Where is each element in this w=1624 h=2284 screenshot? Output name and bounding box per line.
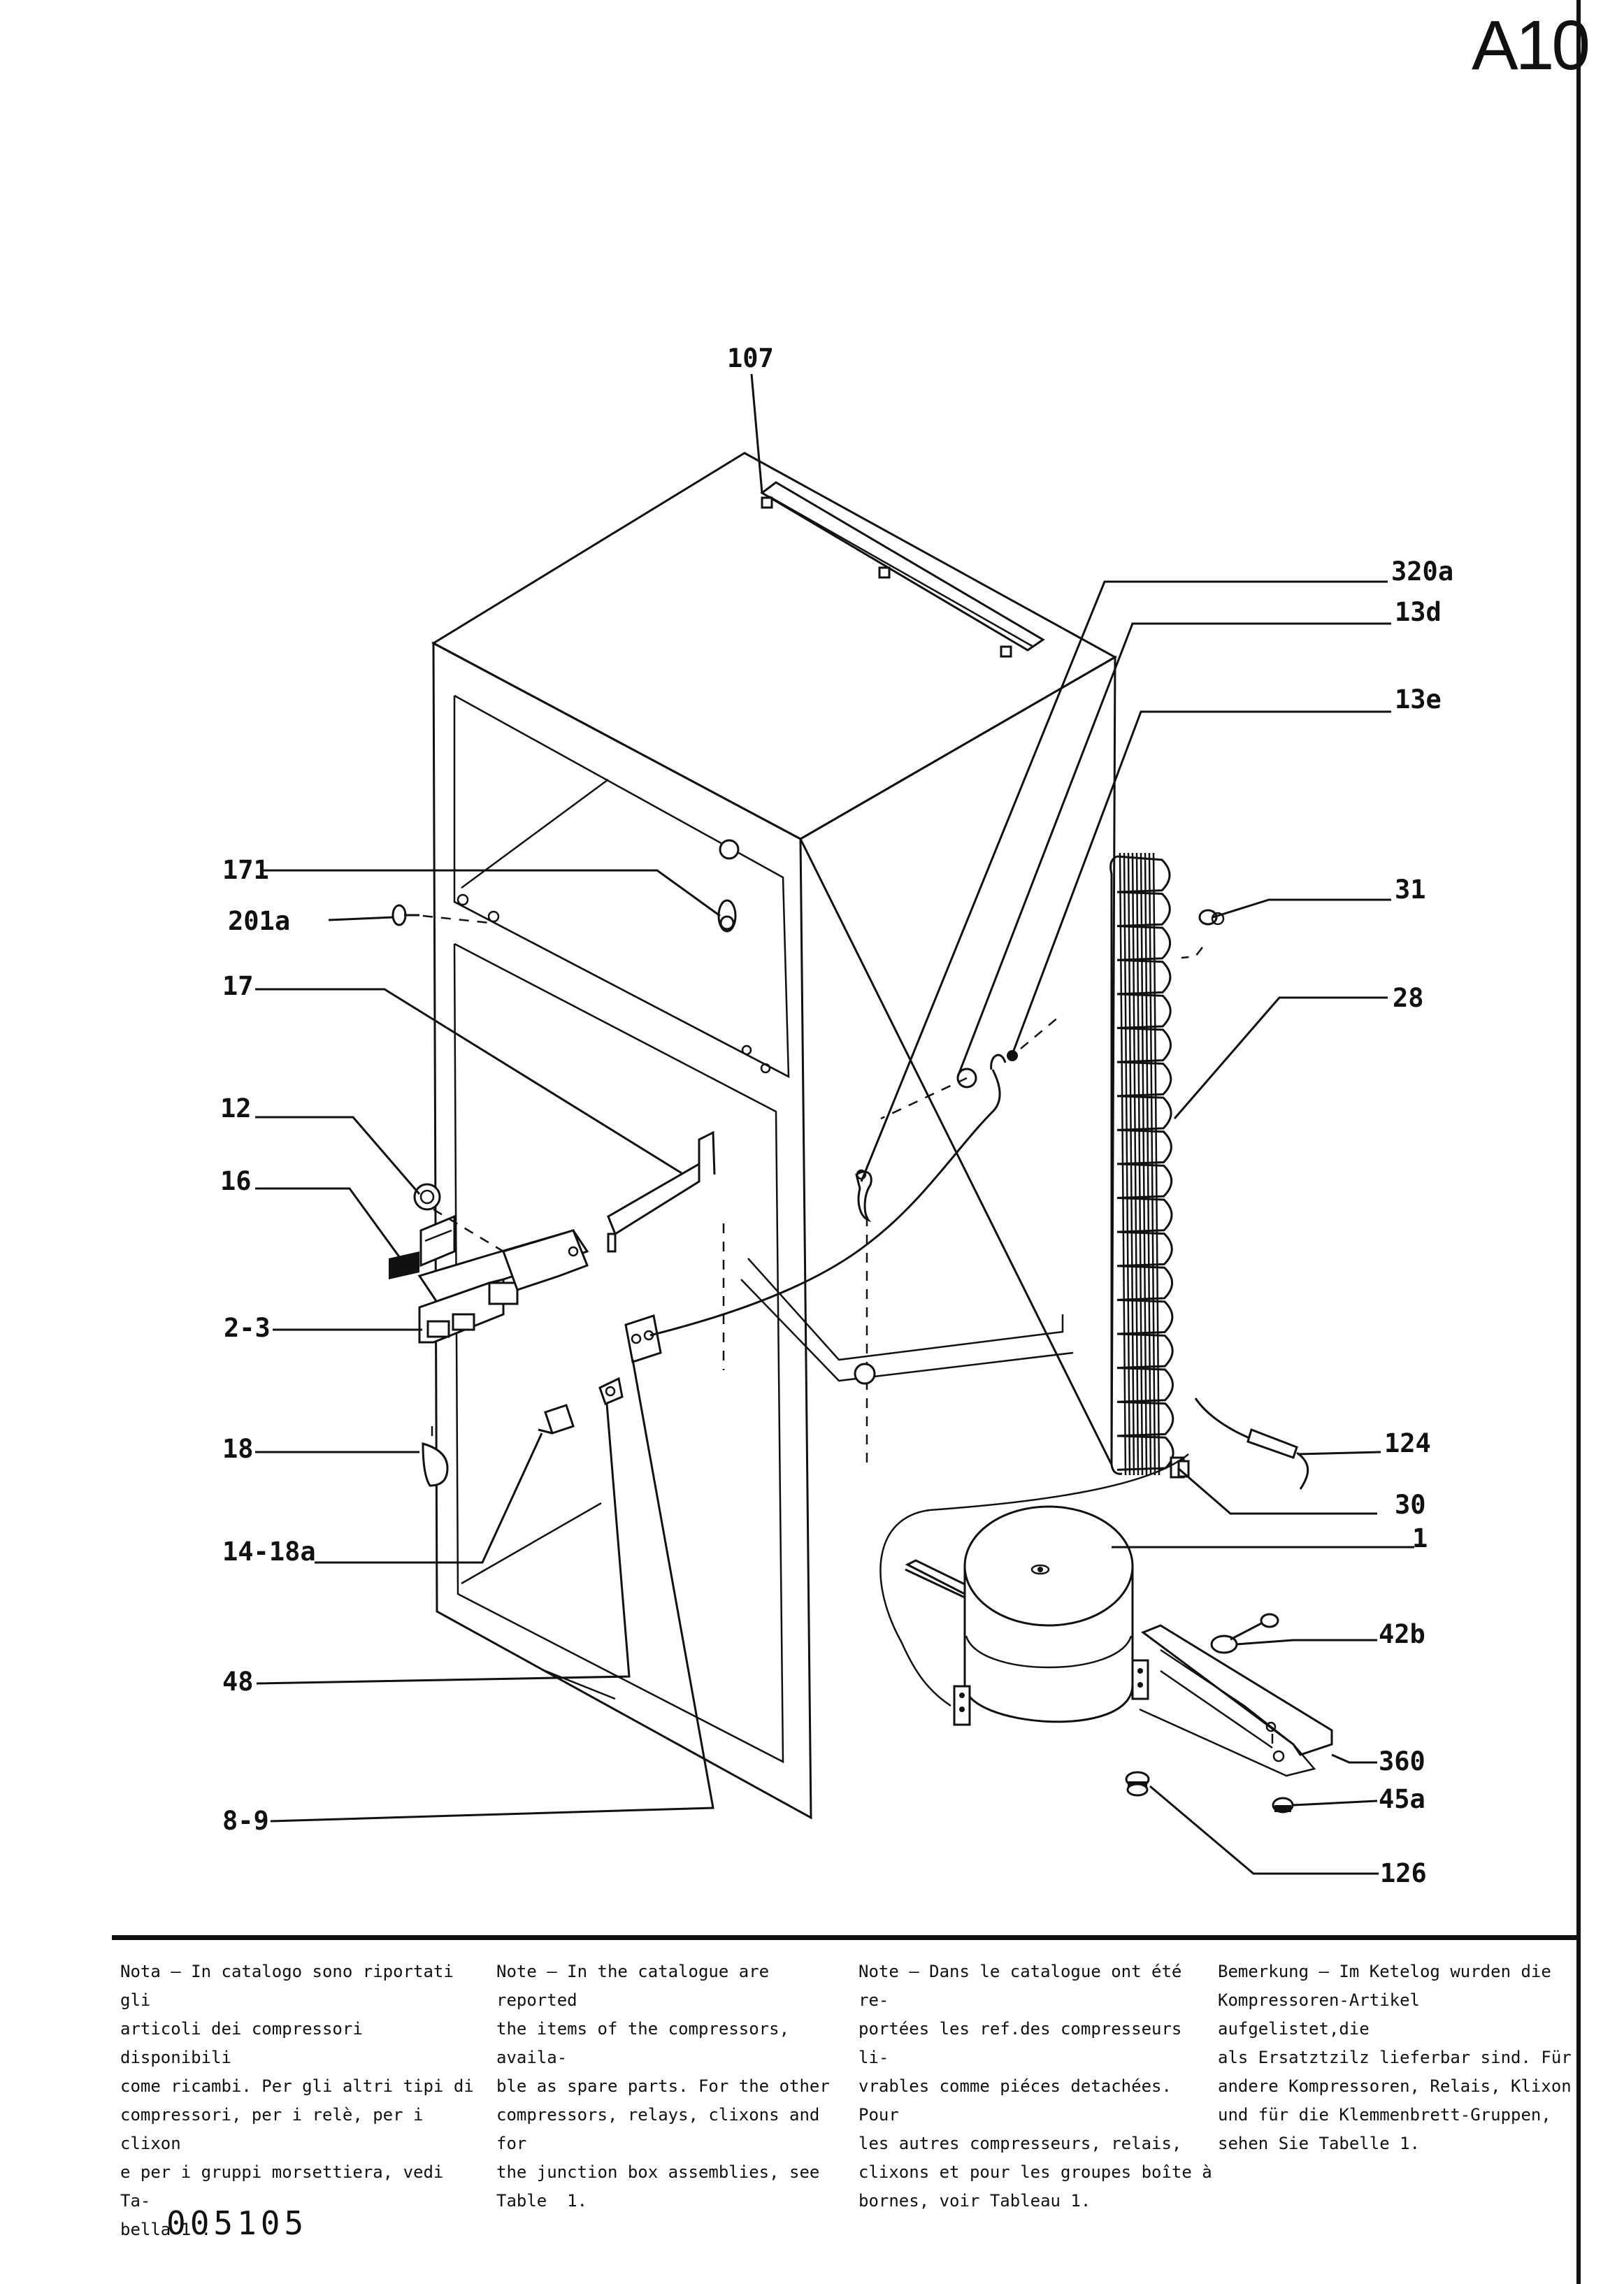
callout-30: 30 [1395,1490,1426,1520]
vent-grille-107 [760,481,1045,658]
clip-18 [422,1426,449,1487]
note-french: Note – Dans le catalogue ont été re- por… [858,1962,1212,2211]
callout-13d: 13d [1395,597,1442,627]
compressor-1 [879,1453,1189,1726]
notes-divider [112,1935,1576,1940]
drier-124 [1194,1398,1309,1490]
callout-12: 12 [220,1093,252,1123]
callout-126: 126 [1380,1858,1427,1888]
callout-17: 17 [222,971,254,1001]
callout-28: 28 [1393,983,1424,1013]
page-edge-rule [1576,0,1581,2284]
callout-360: 360 [1379,1746,1425,1776]
callout-1: 1 [1412,1523,1428,1553]
callout-201a: 201a [228,906,290,936]
exploded-view-diagram: 107 320a 13d 13e 171 201a 31 17 28 12 16… [220,343,1453,1888]
base-rail-360 [1139,1624,1333,1777]
callout-8-9: 8-9 [222,1806,269,1836]
page-id: A10 [1472,6,1590,85]
callout-16: 16 [220,1166,252,1196]
note-german: Bemerkung – Im Ketelog wurden die Kompre… [1218,1962,1572,2153]
callout-14-18a: 14-18a [222,1537,316,1567]
note-italian: Nota – In catalogo sono riportati gli ar… [120,1962,474,2239]
callout-31: 31 [1395,875,1426,905]
bracket-17 [607,1130,716,1253]
condenser-coil-28 [1109,852,1174,1476]
clip-30 [1170,1456,1190,1479]
callout-107: 107 [727,343,774,373]
callout-320a: 320a [1391,556,1453,587]
terminal-8-9 [624,1314,662,1363]
document-code: 005105 [166,2204,308,2242]
callout-124: 124 [1384,1428,1431,1458]
callout-13e: 13e [1395,684,1442,714]
callout-48: 48 [222,1667,254,1697]
terminal-48 [598,1377,624,1405]
callout-171: 171 [222,855,269,885]
callout-45a: 45a [1379,1784,1425,1814]
leader-lines [255,373,1414,1875]
relay-14-18a [538,1404,575,1435]
callout-42b: 42b [1379,1619,1425,1649]
strap-42b [1210,1613,1279,1654]
grommet-45a [1272,1797,1294,1813]
hinge-171 [717,839,740,933]
foot-126 [1125,1771,1150,1797]
callout-labels: 107 320a 13d 13e 171 201a 31 17 28 12 16… [220,343,1453,1888]
clip-31 [1181,909,1225,959]
callout-18: 18 [222,1434,254,1464]
callout-2-3: 2-3 [224,1313,271,1343]
control-housing-2-3 [389,1183,589,1344]
wiring-loom [649,1013,1063,1337]
note-english: Note – In the catalogue are reported the… [496,1962,830,2211]
screw-201a [391,904,490,926]
